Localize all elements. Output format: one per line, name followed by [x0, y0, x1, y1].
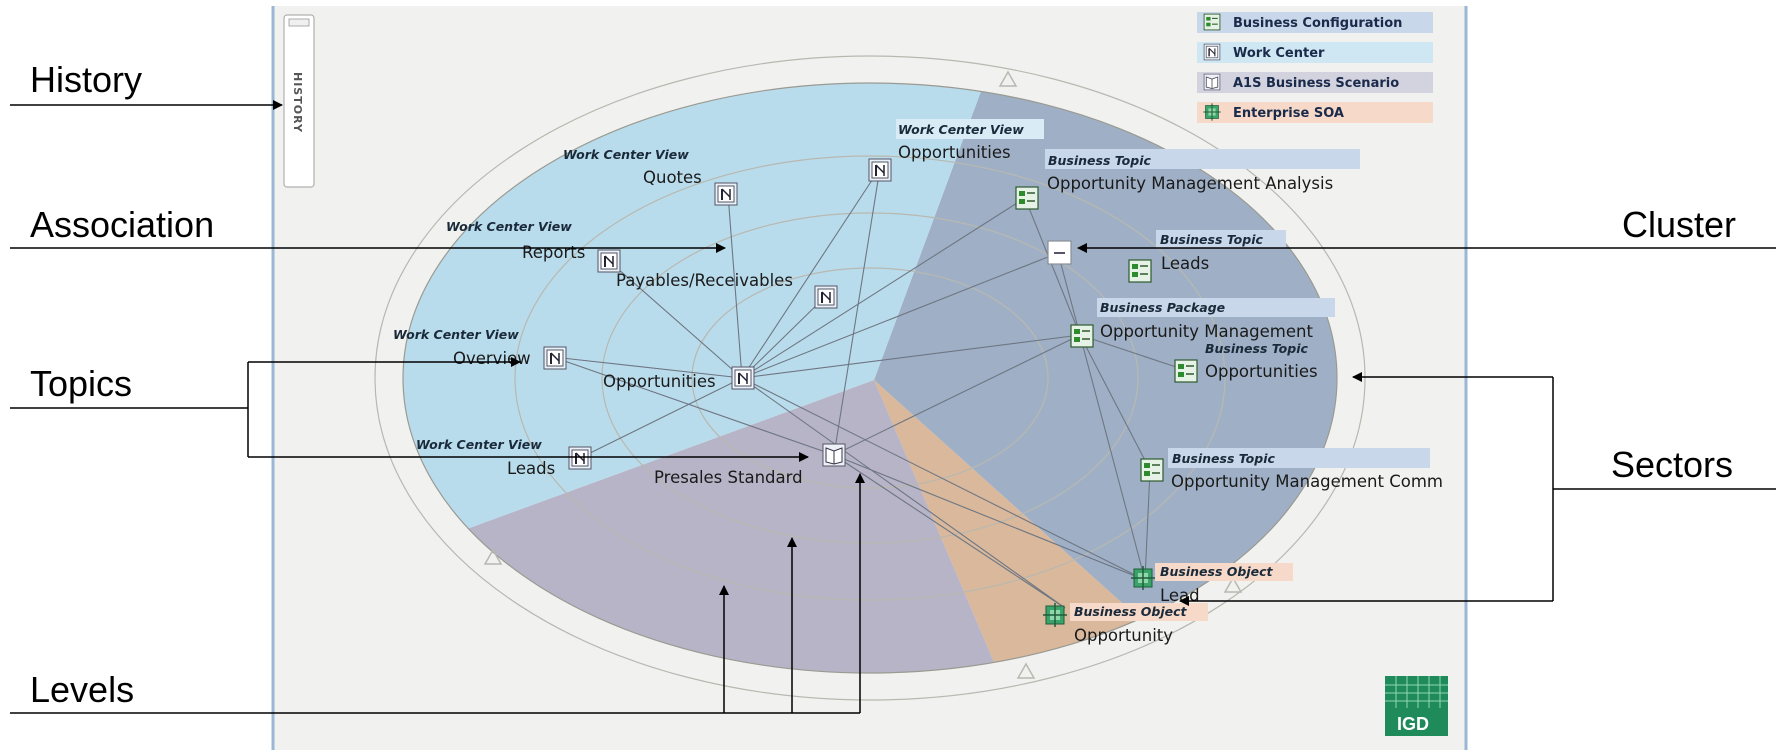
legend-label: Work Center: [1233, 46, 1325, 61]
node-label[interactable]: Opportunity Management: [1100, 322, 1313, 341]
node-label[interactable]: Payables/Receivables: [616, 271, 793, 290]
callout-levels: Levels: [30, 669, 134, 710]
legend-swatch: [1197, 102, 1433, 123]
node-label[interactable]: Overview: [453, 349, 531, 368]
node-label[interactable]: Opportunities: [603, 372, 716, 391]
node-label[interactable]: Opportunity: [1074, 626, 1173, 645]
history-tab[interactable]: HISTORY: [283, 14, 315, 188]
node-label[interactable]: Quotes: [643, 168, 702, 187]
level-ring-4: [402, 82, 1338, 674]
legend-swatch: [1197, 12, 1433, 33]
node-label[interactable]: Opportunity Management Analysis: [1047, 174, 1333, 193]
node-label[interactable]: Reports: [522, 243, 585, 262]
annotations: History Association Topics Levels Cluste…: [10, 59, 1776, 714]
legend-label: Business Configuration: [1233, 16, 1402, 31]
node-type-label: Business Topic: [1205, 341, 1308, 356]
history-tab-handle[interactable]: [288, 18, 310, 27]
node-type-label: Work Center View: [393, 327, 519, 342]
business-configuration-icon: [1203, 13, 1221, 31]
node-type-label: Business Topic: [1172, 451, 1275, 466]
type-tag-bg: [1168, 448, 1430, 468]
business-object-icon[interactable]: [1042, 602, 1068, 628]
callout-association: Association: [30, 204, 214, 245]
enterprise-soa-icon: [1202, 102, 1222, 122]
type-tag-bg: [1156, 230, 1286, 248]
node-label[interactable]: Opportunities: [1205, 362, 1318, 381]
node-label[interactable]: Opportunities: [898, 143, 1011, 162]
work-center-icon[interactable]: [714, 182, 738, 206]
callout-topics: Topics: [30, 363, 132, 404]
node-type-label: Work Center View: [898, 122, 1024, 137]
rotate-handle-right[interactable]: [1223, 576, 1243, 593]
level-ring-1: [691, 267, 1049, 489]
igd-logo-text: IGD: [1397, 714, 1429, 734]
level-ring-3: [514, 155, 1226, 601]
business-scenario-icon: [1203, 73, 1221, 91]
association-lines: [552, 167, 1186, 609]
cluster-icon[interactable]: [1047, 240, 1072, 265]
node-type-label: Business Topic: [1048, 153, 1151, 168]
node-type-label: Business Topic: [1160, 232, 1263, 247]
legend-label: A1S Business Scenario: [1233, 76, 1399, 91]
work-center-icon[interactable]: [868, 158, 892, 182]
legend-label: Enterprise SOA: [1233, 106, 1344, 121]
history-tab-label: HISTORY: [291, 72, 304, 133]
rotate-handle-bottom[interactable]: [1016, 662, 1036, 679]
level-rings: [374, 55, 1366, 701]
work-center-icon[interactable]: [568, 446, 592, 470]
type-tag-bg: [896, 119, 1044, 139]
business-scenario-icon[interactable]: [822, 443, 846, 467]
legend-swatch: [1197, 72, 1433, 93]
node-label[interactable]: Lead: [1160, 586, 1200, 605]
work-center-icon[interactable]: [814, 285, 838, 309]
callout-sectors: Sectors: [1611, 444, 1733, 485]
work-center-icon[interactable]: [731, 366, 755, 390]
type-tag-bg: [1097, 298, 1335, 317]
callout-history: History: [30, 59, 142, 100]
work-center-icon: [1203, 43, 1221, 61]
business-configuration-icon[interactable]: [1015, 186, 1039, 210]
legend-swatch: [1197, 42, 1433, 63]
business-configuration-icon[interactable]: [1174, 359, 1198, 383]
node-label[interactable]: Opportunity Management Comm: [1171, 472, 1443, 491]
business-configuration-icon[interactable]: [1128, 259, 1152, 283]
node-label[interactable]: Leads: [507, 459, 555, 478]
node-type-label: Work Center View: [416, 437, 542, 452]
work-center-icon[interactable]: [597, 249, 621, 273]
node-label[interactable]: Presales Standard: [654, 468, 803, 487]
business-configuration-icon[interactable]: [1140, 458, 1164, 482]
level-ring-2: [601, 212, 1139, 544]
type-tag-bg: [1155, 563, 1293, 581]
node-type-label: Business Package: [1100, 300, 1225, 315]
node-type-label: Business Object: [1160, 564, 1274, 579]
type-tag-bg: [1070, 603, 1208, 621]
igd-logo: IGD: [1385, 676, 1448, 736]
work-center-icon[interactable]: [543, 346, 567, 370]
rotate-handle-top[interactable]: [998, 70, 1018, 87]
business-object-icon[interactable]: [1130, 565, 1156, 591]
business-configuration-icon[interactable]: [1070, 324, 1094, 348]
callout-cluster: Cluster: [1622, 204, 1736, 245]
node-type-label: Business Object: [1074, 604, 1188, 619]
node-label[interactable]: Leads: [1161, 254, 1209, 273]
legend: Business Configuration Work Center A1S B…: [1197, 12, 1433, 123]
level-ring-outer: [374, 55, 1366, 701]
node-type-label: Work Center View: [446, 219, 572, 234]
rotate-handle-left[interactable]: [483, 548, 503, 565]
type-tag-bg: [1045, 149, 1360, 169]
node-type-label: Work Center View: [563, 147, 689, 162]
